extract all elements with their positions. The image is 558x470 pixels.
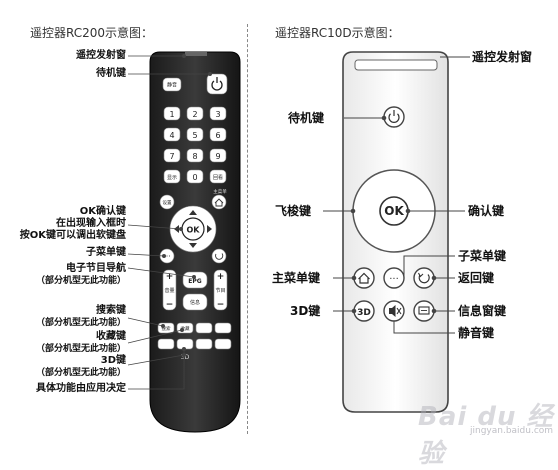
rc200-info-button[interactable] bbox=[182, 293, 208, 311]
rc200-key-0[interactable] bbox=[186, 169, 204, 184]
rc200-key-5[interactable] bbox=[186, 127, 204, 142]
rc200-key-9[interactable] bbox=[209, 148, 227, 163]
rc10d-label-info: 信息窗键 bbox=[458, 304, 507, 318]
rc200-replay-button[interactable] bbox=[209, 169, 227, 184]
svg-text:收藏: 收藏 bbox=[181, 325, 190, 332]
svg-text:主菜单: 主菜单 bbox=[213, 188, 227, 195]
info-window-icon bbox=[418, 306, 430, 315]
dots-icon: ··· bbox=[163, 252, 171, 261]
rc200-settings-button[interactable] bbox=[159, 194, 175, 210]
rc200-color-1[interactable] bbox=[157, 338, 175, 350]
rc200-channel-rocker[interactable] bbox=[213, 269, 228, 311]
svg-text:回看: 回看 bbox=[213, 174, 223, 181]
svg-text:9: 9 bbox=[215, 152, 220, 161]
rc10d-leader-lines bbox=[323, 56, 470, 334]
arrow-right-icon bbox=[207, 225, 212, 233]
rc200-label-emitter: 遥控发射窗 bbox=[76, 50, 126, 61]
baidu-watermark-url: jingyan.baidu.com bbox=[470, 426, 554, 436]
power-icon bbox=[388, 113, 400, 123]
svg-text:1: 1 bbox=[169, 110, 174, 119]
svg-text:4: 4 bbox=[169, 131, 174, 140]
rc200-fn4-button[interactable] bbox=[214, 322, 232, 334]
rc200-color-3[interactable] bbox=[195, 338, 213, 350]
svg-text:节目: 节目 bbox=[215, 288, 225, 294]
rc200-volume-rocker[interactable] bbox=[162, 269, 177, 311]
remotes-diagram: ··· + − + − 静音 1 2 3 4 5 6 7 8 9 显示 0 回看… bbox=[127, 51, 470, 433]
rc200-label-fav: 收藏键 （部分机型无此功能） bbox=[35, 331, 126, 354]
back-arrow-icon bbox=[215, 253, 224, 260]
svg-text:7: 7 bbox=[169, 152, 174, 161]
rc200-leader-lines bbox=[127, 54, 212, 390]
rc200-label-search: 搜索键 （部分机型无此功能） bbox=[35, 305, 126, 328]
svg-text:显示: 显示 bbox=[167, 175, 177, 181]
svg-text:6: 6 bbox=[215, 131, 220, 140]
rc10d-label-standby: 待机键 bbox=[288, 111, 325, 125]
rc10d-label-mute: 静音键 bbox=[458, 326, 495, 340]
svg-text:搜索: 搜索 bbox=[162, 325, 171, 332]
rc200-fn3-button[interactable] bbox=[195, 322, 213, 334]
rc10d-home-button[interactable] bbox=[353, 267, 375, 289]
rc200-key-3[interactable] bbox=[209, 106, 227, 121]
svg-text:8: 8 bbox=[192, 152, 197, 161]
rc10d-label-emitter: 遥控发射窗 bbox=[472, 50, 533, 64]
svg-text:−: − bbox=[217, 300, 225, 310]
mute-icon bbox=[389, 305, 396, 317]
rc200-label-standby: 待机键 bbox=[96, 68, 126, 79]
svg-text:信息: 信息 bbox=[190, 299, 200, 306]
rc10d-back-button[interactable] bbox=[413, 267, 435, 289]
rc200-key-7[interactable] bbox=[163, 148, 181, 163]
rc200-label-epg: 电子节目导航 （部分机型无此功能） bbox=[35, 263, 126, 286]
svg-text:OK: OK bbox=[187, 226, 201, 235]
svg-text:3: 3 bbox=[215, 110, 220, 119]
svg-text:设置: 设置 bbox=[163, 199, 172, 206]
rc200-mute-button[interactable] bbox=[162, 77, 182, 92]
rc10d-3d-label: 3D bbox=[357, 308, 371, 318]
arrow-down-icon bbox=[189, 243, 197, 248]
rc200-emitter-window bbox=[185, 52, 207, 56]
rc200-label-app-defined: 具体功能由应用决定 bbox=[36, 383, 126, 394]
home-icon bbox=[358, 272, 370, 284]
rc200-key-1[interactable] bbox=[163, 106, 181, 121]
svg-text:音量: 音量 bbox=[164, 287, 174, 294]
rc200-display-button[interactable] bbox=[163, 169, 181, 184]
rc200-key-6[interactable] bbox=[209, 127, 227, 142]
rc10d-info-button[interactable] bbox=[413, 300, 435, 322]
rc200-label-submenu: 子菜单键 bbox=[86, 247, 126, 258]
home-icon bbox=[214, 198, 224, 207]
rc200-key-4[interactable] bbox=[163, 127, 181, 142]
rc200-standby-button[interactable] bbox=[206, 73, 228, 95]
rc10d-label-3d: 3D键 bbox=[290, 304, 321, 318]
rc200-label-3d: 3D键 （部分机型无此功能） bbox=[35, 355, 126, 378]
svg-text:+: + bbox=[217, 272, 225, 282]
rc10d-label-home: 主菜单键 bbox=[272, 271, 321, 285]
rc10d-label-submenu: 子菜单键 bbox=[458, 249, 507, 263]
svg-text:+: + bbox=[166, 272, 174, 282]
back-arrow-icon bbox=[418, 274, 430, 284]
rc200-back-button[interactable] bbox=[211, 248, 227, 264]
rc200-color-4[interactable] bbox=[214, 338, 232, 350]
rc200-key-8[interactable] bbox=[186, 148, 204, 163]
svg-text:2: 2 bbox=[192, 110, 197, 119]
rc10d-label-confirm: 确认键 bbox=[468, 204, 505, 218]
rc10d-emitter-window bbox=[354, 59, 438, 71]
rc200-mute-label: 静音 bbox=[167, 82, 177, 89]
rc10d-label-back: 返回键 bbox=[458, 271, 495, 285]
rc200-home-button[interactable] bbox=[211, 194, 227, 210]
rc10d-dots-label: ··· bbox=[389, 274, 399, 285]
rc10d-title: 遥控器RC10D示意图： bbox=[275, 26, 400, 40]
svg-text:5: 5 bbox=[192, 131, 197, 140]
svg-text:3D: 3D bbox=[181, 354, 190, 361]
svg-text:−: − bbox=[166, 300, 174, 310]
panel-divider bbox=[247, 24, 248, 434]
arrow-up-icon bbox=[189, 210, 197, 215]
rc200-title: 遥控器RC200示意图： bbox=[30, 26, 154, 40]
rc10d-ok-label: OK bbox=[384, 204, 404, 218]
svg-text:EPG: EPG bbox=[188, 278, 201, 285]
rc200-key-2[interactable] bbox=[186, 106, 204, 121]
power-icon bbox=[211, 80, 223, 91]
rc10d-label-fly: 飞梭键 bbox=[275, 204, 312, 218]
rc200-label-ok: OK确认键 在出现输入框时 按OK键可以调出软键盘 bbox=[19, 206, 126, 241]
rc10d-remote bbox=[342, 51, 449, 413]
svg-text:0: 0 bbox=[192, 173, 197, 182]
